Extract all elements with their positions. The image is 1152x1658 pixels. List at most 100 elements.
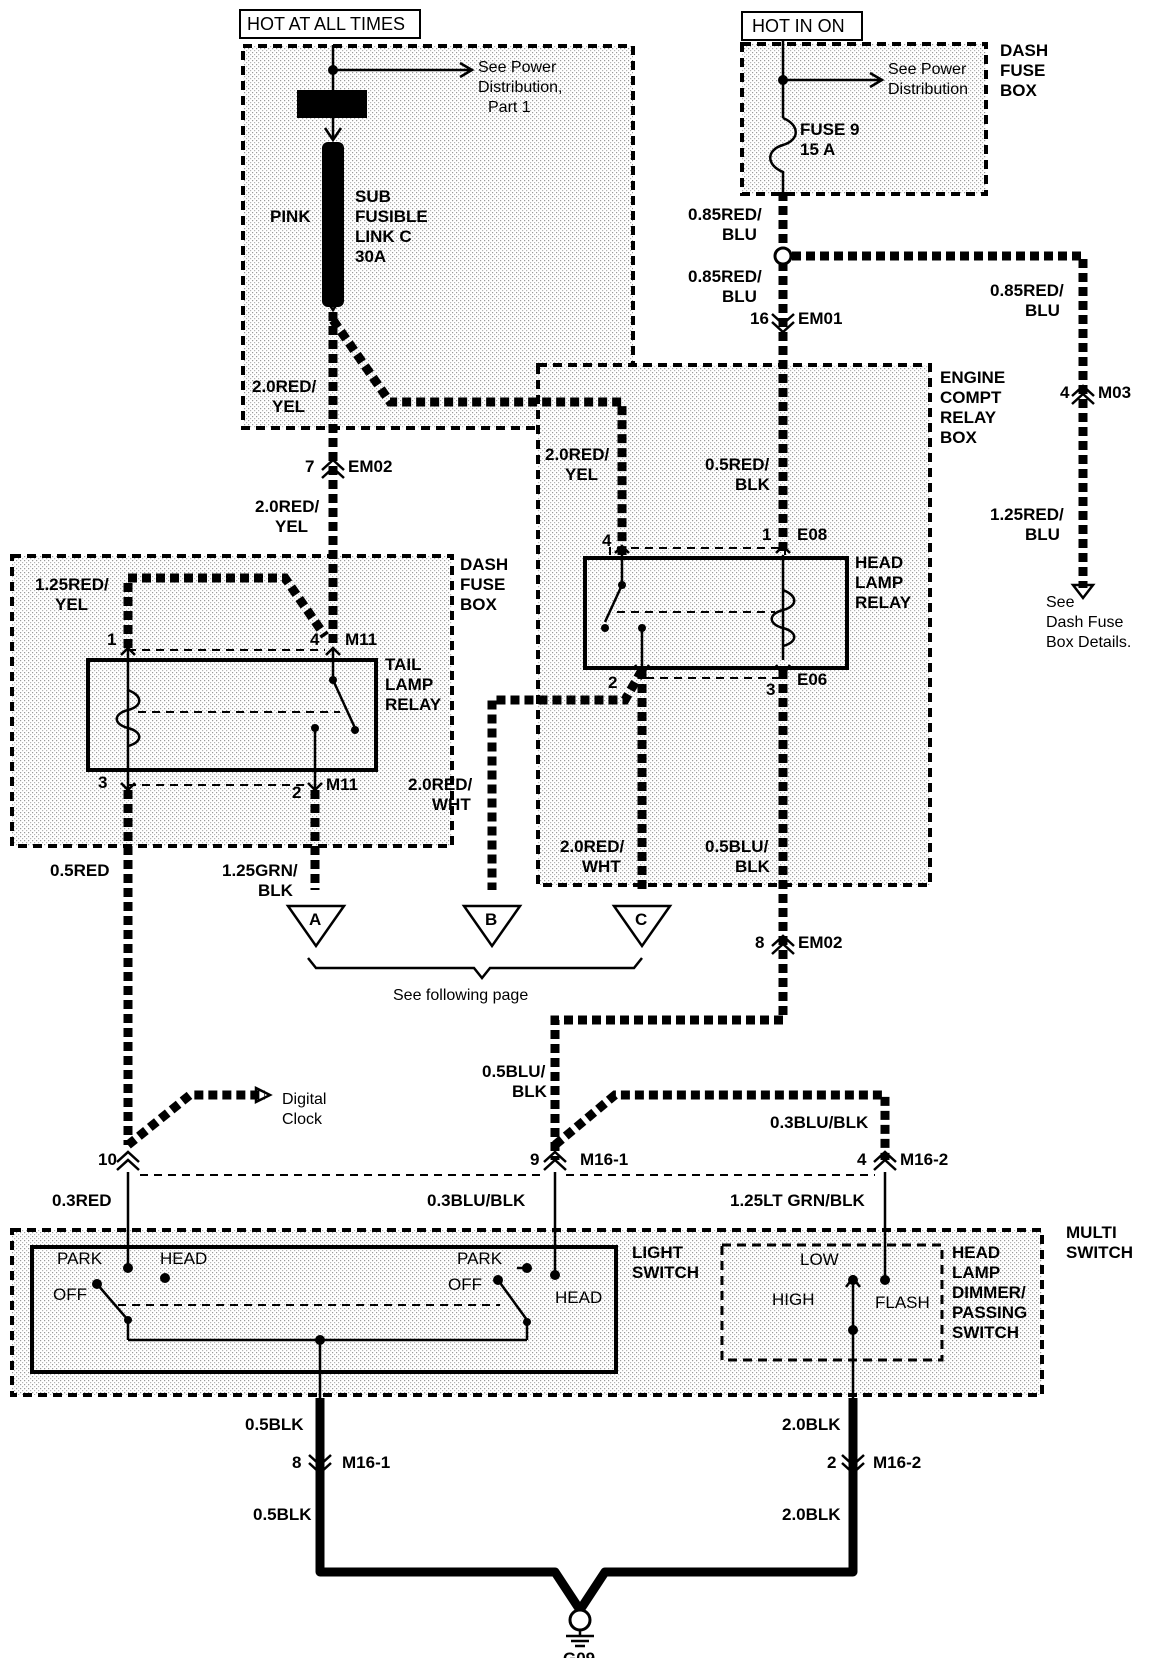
m16-2-a-pin: 4 (857, 1150, 867, 1169)
light-switch-label: LIGHT SWITCH (632, 1243, 699, 1282)
wire-label-085-redblu-c: 0.85RED/ BLU (990, 281, 1068, 320)
m16-1-b-label: M16-1 (342, 1453, 390, 1472)
offpage-connector-c (611, 904, 673, 949)
wire-20-blk (576, 1398, 858, 1613)
dimmer-flash: FLASH (875, 1293, 930, 1312)
connector-clock-pin10 (116, 1150, 140, 1171)
tail-lamp-relay (86, 658, 378, 772)
fuse-block-black (297, 90, 367, 118)
wire-label-20-blk-a: 2.0BLK (782, 1415, 841, 1434)
connector-m16-1-b (308, 1454, 332, 1475)
sub-fusible-link-label: SUB FUSIBLE LINK C 30A (355, 187, 432, 266)
switch-off-1: OFF (53, 1285, 87, 1304)
head-lamp-relay (583, 556, 849, 670)
head-relay-pin3: 3 (766, 680, 775, 699)
em02-top-label: EM02 (348, 457, 392, 476)
wire-03-blublk-to-dimmer (552, 1090, 890, 1160)
wire-label-03-blublk-b: 0.3BLU/BLK (427, 1191, 526, 1210)
switch-off-2: OFF (448, 1275, 482, 1294)
head-lamp-dimmer-box (720, 1243, 944, 1362)
wire-label-05-blublk-b: 0.5BLU/ BLK (482, 1062, 550, 1101)
offpage-connector-a (285, 904, 347, 949)
offpage-connector-b (461, 904, 523, 949)
see-following-page: See following page (393, 987, 528, 1004)
wire-label-085-redblu-a: 0.85RED/ BLU (688, 205, 766, 244)
wire-label-20-redyel-b: 2.0RED/ YEL (545, 445, 614, 484)
wire-label-20-redwht-b: 2.0RED/ WHT (560, 837, 629, 876)
wire-label-05-redblk: 0.5RED/ BLK (705, 455, 774, 494)
arrow-see-power-dist-1 (333, 61, 475, 79)
m03-label: M03 (1098, 383, 1131, 402)
em02-top-pin: 7 (305, 457, 314, 476)
light-switch (30, 1245, 618, 1374)
tail-relay-pin4: 4 (310, 630, 320, 649)
hot-in-on-text: HOT IN ON (752, 16, 845, 36)
wire-label-05-blublk-a: 0.5BLU/ BLK (705, 837, 773, 876)
tail-relay-pin1: 1 (107, 630, 116, 649)
wire-05-blk (315, 1398, 584, 1613)
em02-bottom-label: EM02 (798, 933, 842, 952)
see-power-distribution-2: See Power Distribution (888, 61, 971, 98)
splice-node (773, 246, 793, 266)
switch-park-2: PARK (457, 1249, 503, 1268)
wire-digital-clock (125, 1090, 265, 1149)
see-power-distribution-1: See Power Distribution, Part 1 (478, 59, 567, 116)
wire-label-20-redyel-a: 2.0RED/ YEL (252, 377, 321, 416)
m16-2-a-label: M16-2 (900, 1150, 948, 1169)
tail-relay-pin3: 3 (98, 773, 107, 792)
wire-label-20-redyel-c: 2.0RED/ YEL (255, 497, 324, 536)
connector-m16-2-a (873, 1150, 897, 1171)
dash-fuse-box-top-label: DASH FUSE BOX (1000, 41, 1053, 100)
ground-eyelet (568, 1608, 592, 1632)
switch-head-2: HEAD (555, 1288, 602, 1307)
wire-label-05-blk-a: 0.5BLK (245, 1415, 304, 1434)
m16-1-b-pin: 8 (292, 1453, 301, 1472)
dimmer-high: HIGH (772, 1290, 815, 1309)
em01-label: EM01 (798, 309, 842, 328)
m11-top-label: M11 (345, 630, 377, 649)
wire-20-redwht-to-b (487, 667, 646, 890)
connector-em02-bottom (771, 934, 795, 955)
em02-bottom-pin: 8 (755, 933, 764, 952)
head-relay-pin4: 4 (602, 531, 612, 550)
wire-085-redblu-branch (792, 251, 1088, 588)
dash-fuse-box-left-label: DASH FUSE BOX (460, 555, 513, 614)
wire-label-085-redblu-b: 0.85RED/ BLU (688, 267, 766, 306)
arrow-see-power-dist-2 (783, 71, 885, 89)
engine-compt-relay-box-label: ENGINE COMPT RELAY BOX (940, 368, 1010, 447)
m16-2-b-pin: 2 (827, 1453, 836, 1472)
fusible-link-color: PINK (270, 207, 311, 226)
wire-125-redyel (123, 573, 329, 648)
wire-label-05-blk-b: 0.5BLK (253, 1505, 312, 1524)
wire-label-125-ltgrnblk: 1.25LT GRN/BLK (730, 1191, 865, 1210)
connector-m16-1-a (543, 1150, 567, 1171)
connector-em02-top (321, 458, 345, 479)
m16-1-a-pin: 9 (530, 1150, 539, 1169)
wire-05-blublk-vertical (550, 670, 788, 1160)
dimmer-low: LOW (800, 1250, 839, 1269)
m03-pin: 4 (1060, 383, 1070, 402)
fuse-9-symbol (769, 116, 797, 192)
multi-switch-label: MULTI SWITCH (1066, 1223, 1133, 1262)
ground-label-g09: G09 (563, 1649, 595, 1658)
wire-label-05-red: 0.5RED (50, 861, 110, 880)
fuse-9-label: FUSE 9 15 A (800, 120, 864, 159)
ground-icon (566, 1630, 594, 1648)
e08-label: E08 (797, 525, 827, 544)
wire-label-20-redwht-a: 2.0RED/ WHT (408, 775, 477, 814)
switch-park-1: PARK (57, 1249, 103, 1268)
wire-label-125-grnblk: 1.25GRN/ BLK (222, 861, 302, 900)
offpage-c-label: C (635, 910, 647, 929)
offpage-b-label: B (485, 910, 497, 929)
dimmer-switch-label: HEAD LAMP DIMMER/ PASSING SWITCH (952, 1243, 1032, 1342)
clock-pin-10: 10 (98, 1150, 117, 1169)
wire-label-20-blk-b: 2.0BLK (782, 1505, 841, 1524)
dash-fuse-box-left (10, 554, 454, 848)
wire-label-03-red: 0.3RED (52, 1191, 112, 1210)
see-following-page-bracket (307, 957, 643, 981)
engine-compt-relay-box (536, 363, 932, 887)
m11-bottom-label: M11 (326, 775, 358, 794)
offpage-a-label: A (309, 910, 321, 929)
sub-fusible-link-c (322, 142, 344, 307)
